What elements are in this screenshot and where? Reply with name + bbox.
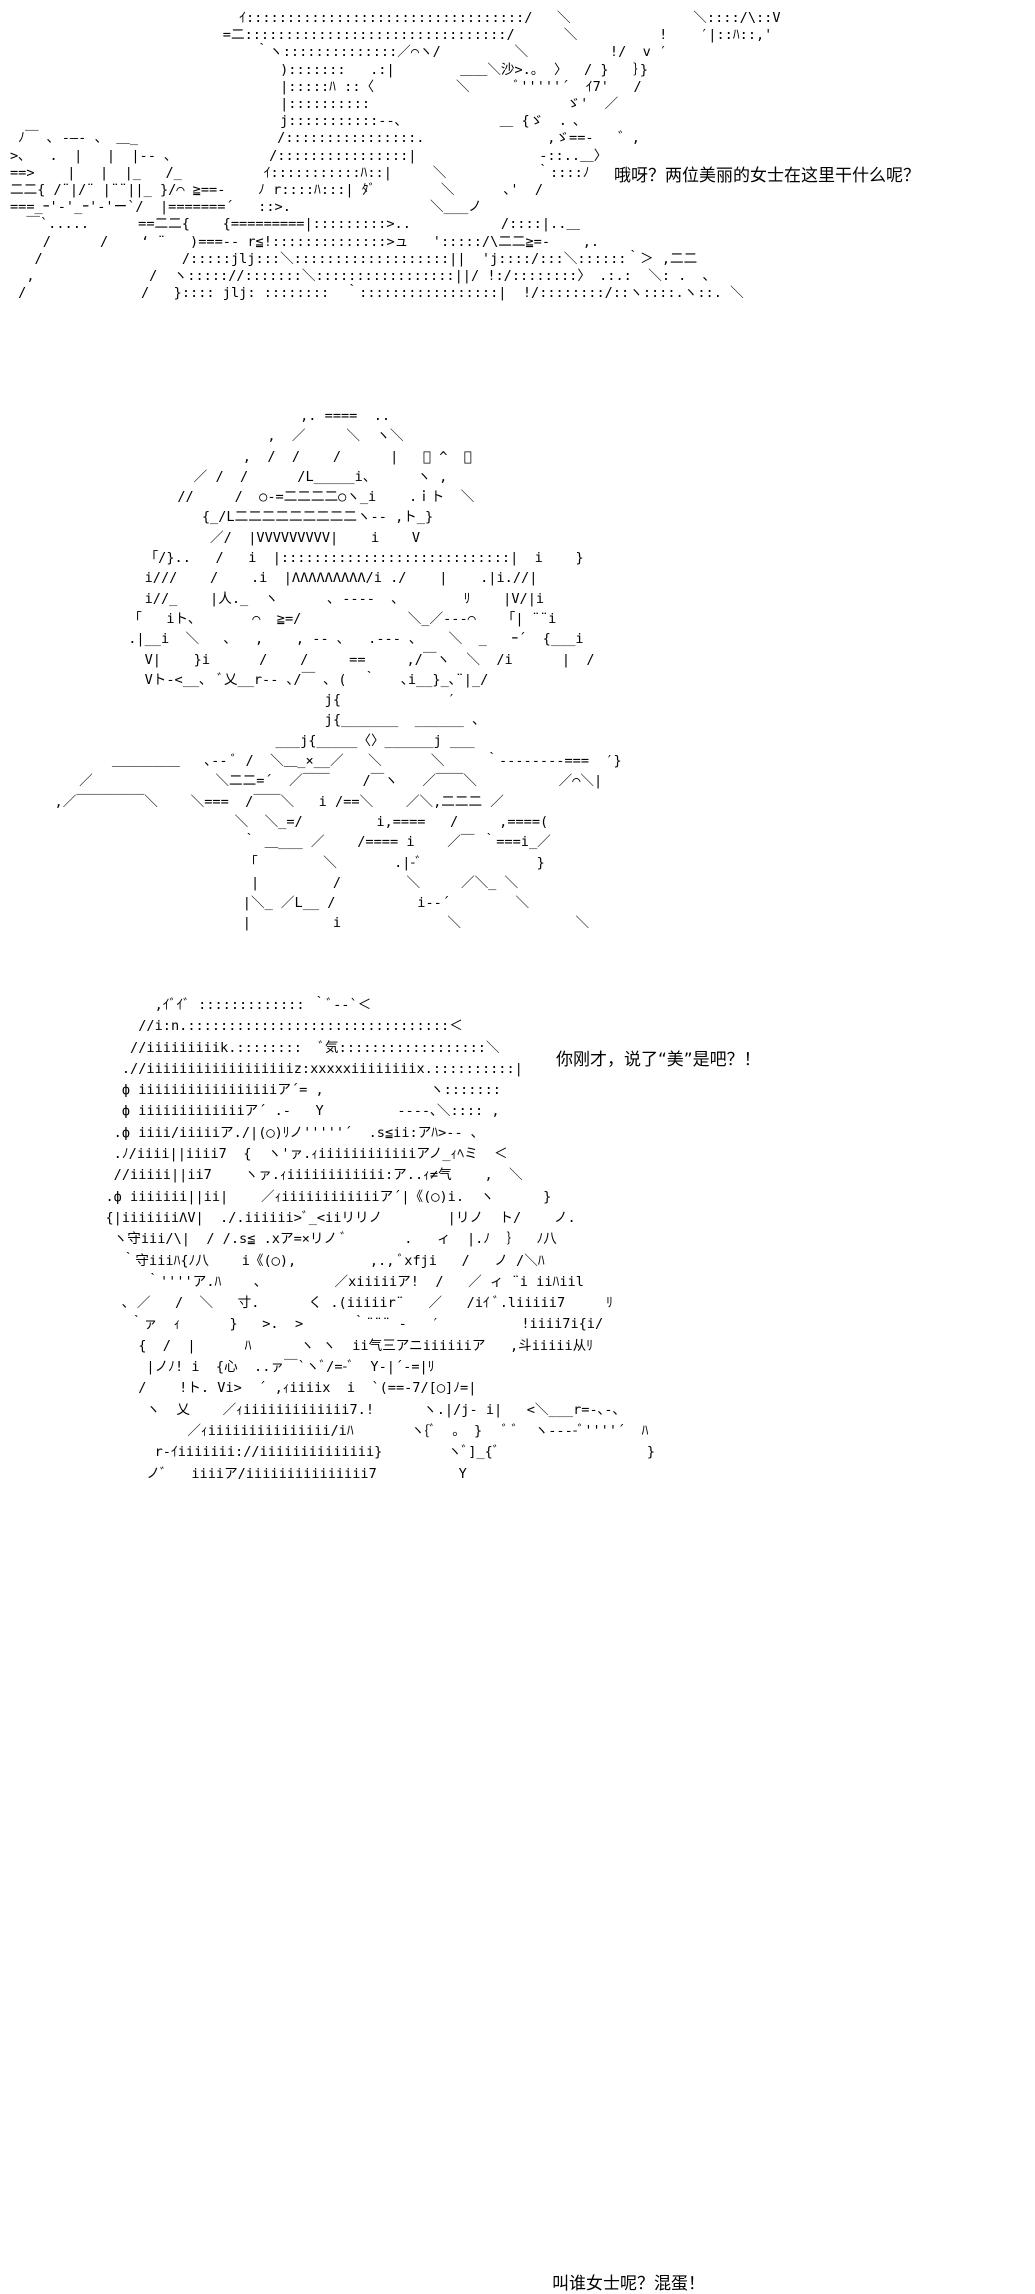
panel-1: ｲ::::::::::::::::::::::::::::::::::/ ＼ ＼… (0, 0, 1035, 395)
ascii-art-figure-1: ｲ::::::::::::::::::::::::::::::::::/ ＼ ＼… (10, 10, 781, 302)
ascii-art-figure-3: ,ｲﾞｲﾞ ::::::::::::: ｀ﾞ--`＜ //i:n.:::::::… (105, 997, 656, 1482)
dialogue-line-2: 你刚才，说了“美”是吧？！ (554, 1050, 763, 1070)
dialogue-line-1: 哦呀？两位美丽的女士在这里干什么呢？ (612, 166, 922, 186)
panel-2: ,. ==== .. , ／ ＼ ヽ＼ , / / / | ﾞ ^ ､ ／ / … (0, 400, 1035, 1070)
panel-3: ,ｲﾞｲﾞ ::::::::::::: ｀ﾞ--`＜ //i:n.:::::::… (0, 990, 1035, 2294)
ascii-art-figure-2: ,. ==== .. , ／ ＼ ヽ＼ , / / / | ﾞ ^ ､ ／ / … (54, 408, 622, 932)
dialogue-line-3: 叫谁女士呢？混蛋！ (550, 2274, 707, 2294)
